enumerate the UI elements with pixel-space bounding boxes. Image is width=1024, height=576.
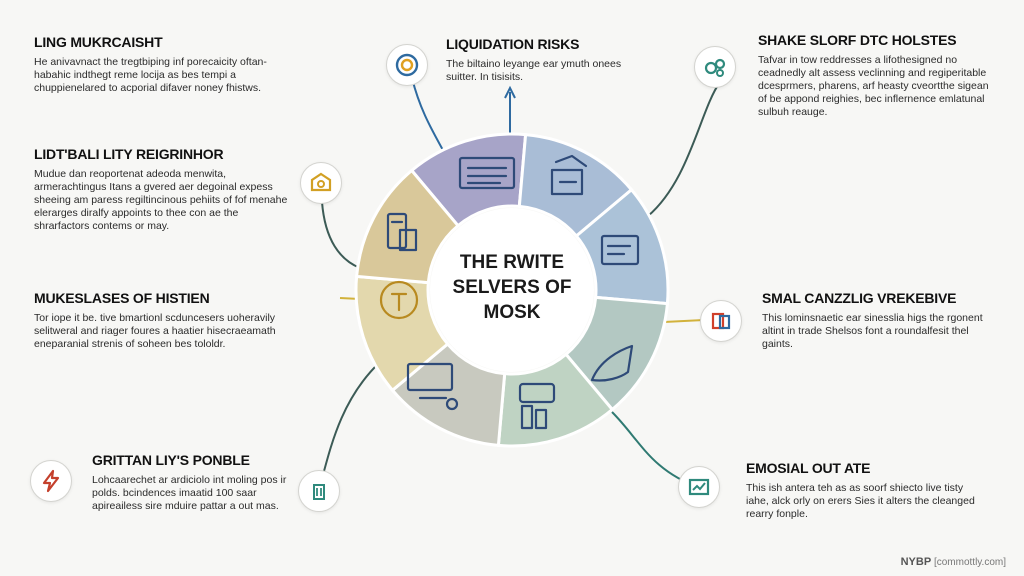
gears-icon bbox=[704, 58, 726, 77]
center-title-line-1: THE RWITE bbox=[459, 252, 565, 273]
badge-grittan-secondary bbox=[298, 470, 340, 512]
block-title: SHAKE SLORF DTC HOLSTES bbox=[758, 32, 957, 48]
coin-icon bbox=[379, 280, 419, 320]
block-body: Tafvar in tow reddresses a lifothesigned… bbox=[758, 54, 989, 118]
center-title: THE RWITE SELVERS OF MOSK bbox=[432, 250, 592, 325]
block-title: LING MUKRCAISHT bbox=[34, 34, 163, 50]
ring-center bbox=[430, 208, 594, 372]
badge-shake bbox=[694, 46, 736, 88]
connector-liquidation bbox=[411, 77, 445, 153]
block-body: Tor iope it be. tive bmartionl scduncese… bbox=[34, 312, 276, 350]
document-stack-icon bbox=[711, 312, 731, 330]
footer-credit: NYBP [commottly.com] bbox=[901, 556, 1006, 568]
connector-liquidation-arrowhead bbox=[504, 85, 516, 99]
badge-grittan bbox=[30, 460, 72, 502]
block-body: This lominsnaetic ear sinesslia higs the… bbox=[762, 312, 983, 350]
lightning-icon bbox=[42, 469, 60, 493]
ring-segment-8 bbox=[354, 168, 461, 285]
block-emosial-out-ate: EMOSIAL OUT ATE This ish antera teh as a… bbox=[746, 460, 986, 521]
risk-ring bbox=[354, 132, 670, 448]
connector-gritt bbox=[319, 361, 381, 487]
footer-site: [commottly.com] bbox=[933, 557, 1006, 568]
block-mukeslases: MUKESLASES OF HISTIEN Tor iope it be. ti… bbox=[34, 290, 292, 351]
block-title: EMOSIAL OUT ATE bbox=[746, 460, 871, 476]
hand-pen-icon bbox=[590, 344, 634, 382]
desk-chart-icon bbox=[550, 154, 588, 196]
block-title: LIDT'BALI LITY REIGRINHOR bbox=[34, 146, 224, 162]
connector-lidt bbox=[321, 201, 361, 269]
block-title: SMAL CANZZLIG VREKEBIVE bbox=[762, 290, 957, 306]
block-shake-slorf: SHAKE SLORF DTC HOLSTES Tafvar in tow re… bbox=[758, 32, 990, 119]
invoice-board-icon bbox=[458, 156, 516, 190]
footer-brand: NYBP bbox=[900, 556, 932, 568]
block-grittan: GRITTAN LIY'S PONBLE Lohcaarechet ar ard… bbox=[92, 452, 292, 513]
block-smal-canzzlig: SMAL CANZZLIG VREKEBIVE This lominsnaeti… bbox=[762, 290, 998, 351]
badge-liquidation bbox=[386, 44, 428, 86]
camera-building-icon bbox=[518, 382, 556, 430]
badge-smal bbox=[700, 300, 742, 342]
block-title: MUKESLASES OF HISTIEN bbox=[34, 290, 210, 306]
block-liquidation-risks: LIQUIDATION RISKS The biltaino leyange e… bbox=[446, 36, 646, 84]
connector-shake bbox=[647, 81, 721, 217]
badge-emosial bbox=[678, 466, 720, 508]
target-icon bbox=[395, 53, 419, 77]
server-tower-icon bbox=[313, 484, 325, 500]
block-body: Lohcaarechet ar ardiciolo int moling pos… bbox=[92, 474, 287, 512]
badge-lidt bbox=[300, 162, 342, 204]
block-body: This ish antera teh as as soorf shiecto … bbox=[746, 482, 975, 520]
block-ling-mukrcaisht: LING MUKRCAISHT He anivavnact the tregtb… bbox=[34, 34, 296, 95]
connector-smal bbox=[663, 319, 705, 323]
document-scanner-icon bbox=[386, 212, 418, 252]
block-body: Mudue dan reoportenat adeoda menwita, ar… bbox=[34, 168, 288, 232]
segment-icons bbox=[379, 154, 640, 430]
center-title-line-2: SELVERS OF bbox=[452, 277, 572, 298]
block-lidt-bali: LIDT'BALI LITY REIGRINHOR Mudue dan reop… bbox=[34, 146, 292, 233]
center-title-line-3: MOSK bbox=[483, 302, 541, 323]
shield-box-icon bbox=[310, 172, 332, 192]
block-title: LIQUIDATION RISKS bbox=[446, 36, 580, 52]
monitor-key-icon bbox=[406, 362, 459, 411]
block-body: The biltaino leyange ear ymuth onees sui… bbox=[446, 58, 622, 83]
window-panel-icon bbox=[600, 234, 640, 266]
block-body: He anivavnact the tregtbiping inf poreca… bbox=[34, 56, 267, 94]
screen-chart-icon bbox=[688, 478, 710, 496]
block-title: GRITTAN LIY'S PONBLE bbox=[92, 452, 250, 468]
